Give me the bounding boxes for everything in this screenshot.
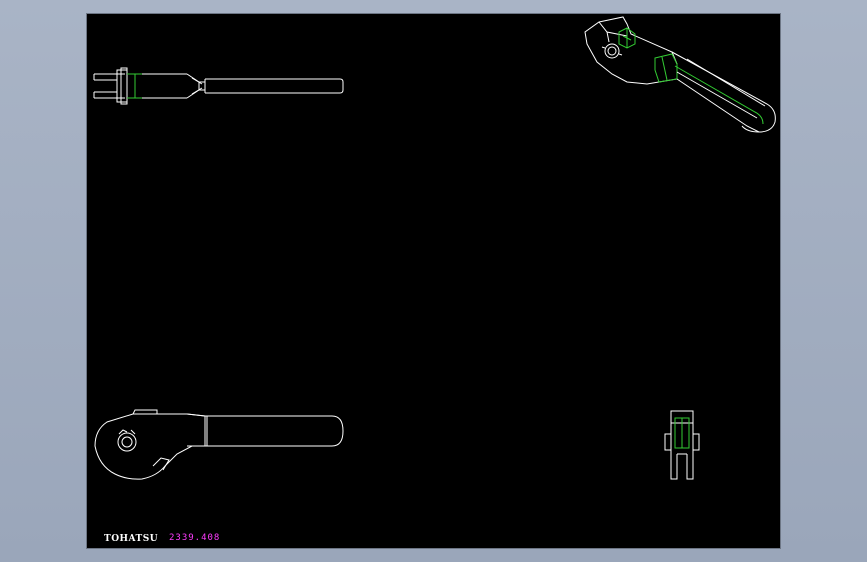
top-view	[93, 67, 344, 105]
side-view	[664, 410, 700, 480]
tohatsu-logo: TOHATSU	[104, 534, 159, 544]
isometric-view	[584, 16, 776, 133]
cad-viewport[interactable]: TOHATSU 2339.408	[86, 13, 781, 549]
front-view	[94, 409, 344, 480]
drawing-canvas	[93, 16, 776, 480]
part-number-label: 2339.408	[169, 533, 221, 543]
